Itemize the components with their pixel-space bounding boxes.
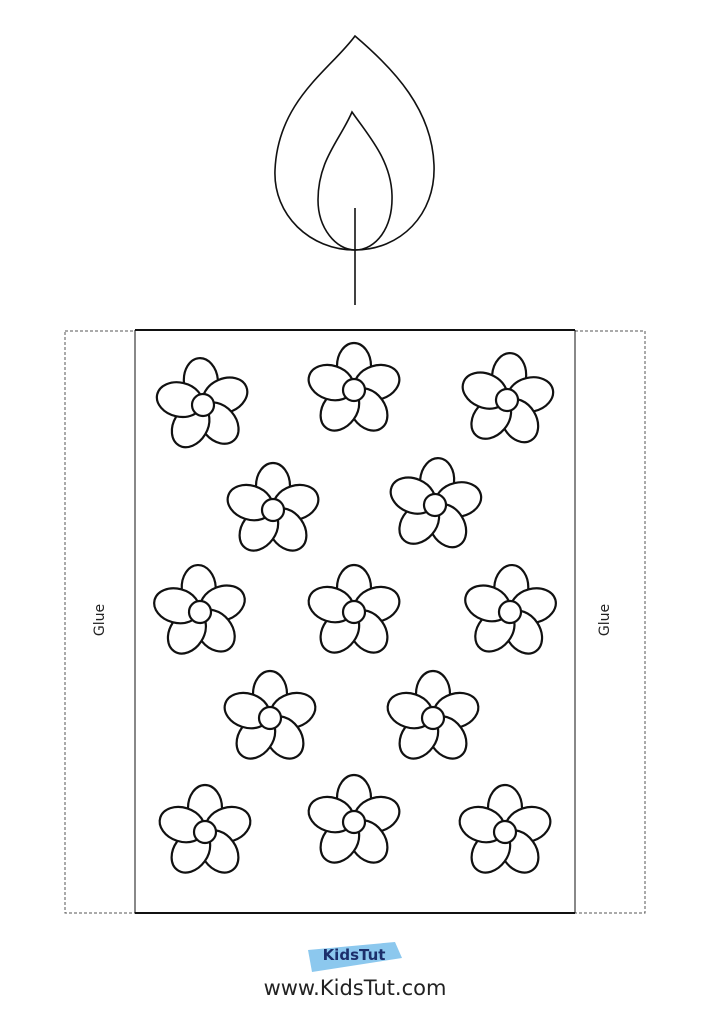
flower-icon [223, 669, 317, 760]
flower-icon [226, 461, 320, 552]
flame-icon [274, 34, 435, 305]
logo-swash [308, 942, 402, 972]
glue-label-left: Glue [92, 603, 108, 637]
glue-label-right: Glue [597, 603, 613, 637]
candle-body [134, 329, 576, 914]
flower-center [257, 705, 283, 731]
website-url: www.KidsTut.com [263, 976, 447, 1000]
flower-icon [307, 773, 401, 864]
flower-icon [153, 563, 246, 655]
flower-icon [386, 669, 480, 760]
flower-icon [458, 783, 552, 874]
flower-icon [464, 563, 557, 655]
flower-center [420, 705, 446, 731]
flower-icon [461, 352, 555, 444]
logo-text: KidsTut [322, 946, 386, 964]
flower-center [341, 599, 367, 625]
flower-center [260, 497, 286, 523]
flower-icon [389, 457, 483, 549]
flower-center [190, 392, 216, 418]
flower-icon [307, 563, 401, 654]
flower-center [341, 377, 367, 403]
flower-icon [307, 341, 401, 432]
flower-icon [155, 357, 249, 449]
flower-center [187, 599, 213, 625]
flower-center [341, 809, 367, 835]
flower-center [494, 387, 520, 413]
flower-center [497, 599, 523, 625]
flower-center [422, 492, 448, 518]
kidstut-logo: KidsTut [306, 941, 402, 973]
flower-center [192, 819, 218, 845]
flower-icon [158, 783, 252, 874]
flower-center [492, 819, 518, 845]
